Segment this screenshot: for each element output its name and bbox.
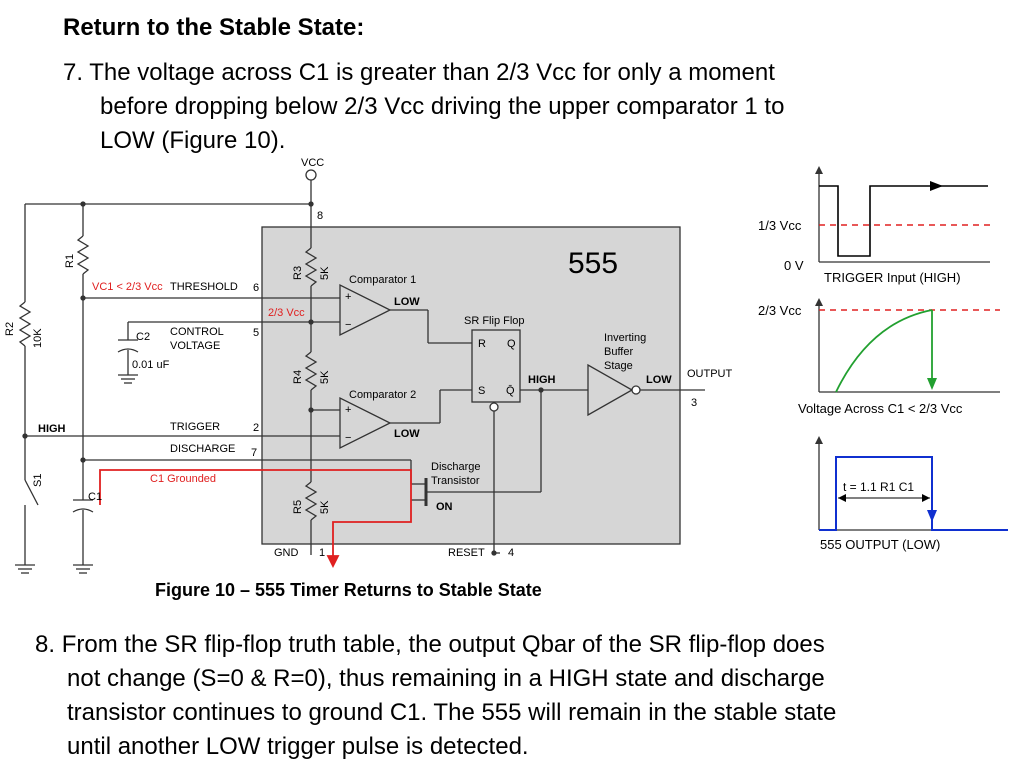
control-label-1: CONTROL [170,326,224,338]
sr-r-label: R [478,338,486,350]
step-8-line-4: until another LOW trigger pulse is detec… [67,733,529,760]
comparator-1-label: Comparator 1 [349,274,416,286]
r3-value: 5K [319,266,331,280]
step-8-line-3: transistor continues to ground C1. The 5… [67,699,837,726]
output-caption: 555 OUTPUT (LOW) [820,537,940,552]
output-low-label: LOW [646,374,672,386]
pin-6: 6 [253,282,259,294]
pin-1: 1 [319,547,325,559]
sr-qbar-label: Q̄ [506,384,515,397]
step-8-number: 8. [35,631,56,658]
buffer-label-3: Stage [604,360,633,372]
c2-value: 0.01 uF [132,359,170,371]
gnd-label: GND [274,547,299,559]
step-7-paragraph: 7. The voltage across C1 is greater than… [63,56,943,158]
capacitor-voltage-waveform [815,298,1000,393]
r5-resistor [304,481,318,521]
output-waveform [815,436,1008,531]
r5-value: 5K [319,500,331,514]
comp1-plus: + [345,291,351,303]
comp1-minus: − [345,319,351,331]
discharge-transistor-label-1: Discharge [431,461,481,473]
discharge-transistor-label-2: Transistor [431,475,480,487]
r4-resistor [304,351,318,391]
r2-label: R2 [4,322,16,336]
high-mid-label: HIGH [528,374,556,386]
comp2-low-label: LOW [394,428,420,440]
on-label: ON [436,501,453,513]
step-7-number: 7. [63,59,84,86]
discharge-label: DISCHARGE [170,443,235,455]
sr-s-label: S [478,385,485,397]
sr-flip-flop [471,329,521,403]
comparator-2-label: Comparator 2 [349,389,416,401]
vc1-label: VC1 < 2/3 Vcc [92,281,163,293]
pin-2: 2 [253,422,259,434]
output-time-label: t = 1.1 R1 C1 [843,480,914,494]
output-label: OUTPUT [687,368,733,380]
two-thirds-vcc-label: 2/3 Vcc [268,307,305,319]
trigger-waveform [815,166,990,263]
trigger-label: TRIGGER [170,421,220,433]
cap-2-3-vcc-label: 2/3 Vcc [758,303,802,318]
step-8-line-1: From the SR flip-flop truth table, the o… [61,631,825,658]
s1-switch [24,479,39,506]
control-label-2: VOLTAGE [170,340,220,352]
figure-caption: Figure 10 – 555 Timer Returns to Stable … [155,580,542,600]
step-7-line-1: The voltage across C1 is greater than 2/… [89,59,775,86]
r3-label: R3 [292,266,304,280]
chip-label: 555 [568,247,618,280]
buffer-label-1: Inverting [604,332,646,344]
r1-label: R1 [64,254,76,268]
r2-resistor [18,301,32,347]
buffer-label-2: Buffer [604,346,633,358]
pin-3: 3 [691,397,697,409]
comparator-2 [339,396,392,450]
trigger-1-3-vcc-label: 1/3 Vcc [758,218,802,233]
comp2-minus: − [345,432,351,444]
c1-label: C1 [88,491,102,503]
high-left-label: HIGH [38,423,66,435]
r3-resistor [304,247,318,287]
vcc-label: VCC [301,157,324,169]
sr-q-label: Q [507,338,516,350]
reset-label: RESET [448,547,485,559]
pin-5: 5 [253,327,259,339]
cap-caption: Voltage Across C1 < 2/3 Vcc [798,401,963,416]
r4-label: R4 [292,370,304,384]
comp2-plus: + [345,404,351,416]
comparator-1 [339,283,392,337]
s1-label: S1 [32,474,44,487]
c2-label: C2 [136,331,150,343]
section-heading: Return to the Stable State: [63,14,365,41]
inverting-buffer [587,363,634,417]
pin-4: 4 [508,547,514,559]
vcc-terminal [305,169,317,181]
pin-7: 7 [251,447,257,459]
trigger-caption: TRIGGER Input (HIGH) [824,270,961,285]
step-7-line-3: LOW (Figure 10). [100,127,286,154]
r2-value: 10K [32,328,44,348]
r4-value: 5K [319,370,331,384]
c1-grounded-path [99,469,412,505]
trigger-0v-label: 0 V [784,258,804,273]
sr-flip-flop-label: SR Flip Flop [464,315,525,327]
r5-label: R5 [292,500,304,514]
r1-resistor [76,235,90,275]
comp1-low-label: LOW [394,296,420,308]
pin-8: 8 [317,210,323,222]
step-8-paragraph: 8. From the SR flip-flop truth table, th… [35,628,1005,764]
c1-grounded-label: C1 Grounded [150,473,216,485]
step-8-line-2: not change (S=0 & R=0), thus remaining i… [67,665,825,692]
threshold-label: THRESHOLD [170,281,238,293]
step-7-line-2: before dropping below 2/3 Vcc driving th… [100,93,785,120]
